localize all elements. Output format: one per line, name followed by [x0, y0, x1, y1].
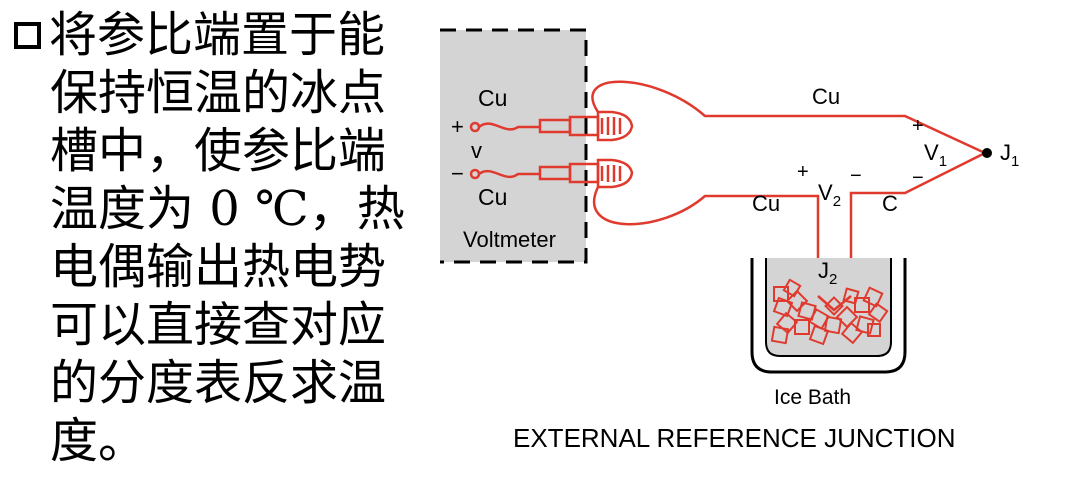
v1-plus-label: +: [912, 115, 924, 137]
v-label: v: [471, 138, 482, 163]
ice-cubes: [770, 278, 889, 346]
description-text: 将参比端置于能 保持恒温的冰点 槽中，使参比端 温度为 0 ℃，热 电偶输出热电…: [14, 6, 405, 470]
terminal-negative: [469, 158, 634, 189]
cu-label-bottom: Cu: [478, 184, 507, 210]
wires: [591, 80, 986, 296]
v2-label: V2: [818, 180, 841, 210]
terminal-minus-label: −: [451, 161, 464, 186]
text-line-3: 槽中，使参比端: [50, 123, 387, 179]
voltmeter-panel: [440, 30, 586, 262]
j1-label: J1: [1000, 140, 1019, 170]
cu-wire-bottom: [592, 186, 820, 296]
cu-wire-top-label: Cu: [812, 84, 840, 109]
junction-j1-dot: [982, 148, 992, 158]
ice-bath-label: Ice Bath: [774, 386, 851, 409]
text-line-5: 电偶输出热电势: [50, 239, 387, 295]
voltmeter-label: Voltmeter: [463, 227, 556, 252]
v2-minus-label: −: [850, 165, 862, 187]
v1-minus-label: −: [912, 167, 924, 189]
text-line-6: 可以直接查对应: [50, 297, 387, 353]
checkbox-bullet-icon: [14, 22, 41, 49]
v2-plus-label: +: [797, 161, 809, 183]
c-wire: [849, 151, 986, 296]
voltmeter-dashed-border: [440, 28, 588, 264]
terminal-plus-label: +: [451, 114, 464, 139]
text-line-7: 的分度表反求温: [50, 355, 387, 411]
cu-wire-top: [591, 80, 986, 155]
text-line-2: 保持恒温的冰点: [50, 65, 387, 121]
cu-label-top: Cu: [478, 85, 507, 111]
v1-label: V1: [924, 140, 947, 170]
j2-label: J2: [818, 258, 837, 288]
c-wire-label: C: [882, 191, 898, 216]
text-line-1: 将参比端置于能: [14, 6, 394, 64]
text-line-8: 度。: [50, 413, 147, 469]
cu-wire-mid-label: Cu: [752, 191, 780, 216]
terminal-positive: [469, 110, 634, 142]
text-line-4: 温度为 0 ℃，热: [50, 181, 405, 237]
diagram-caption: EXTERNAL REFERENCE JUNCTION: [513, 423, 956, 453]
